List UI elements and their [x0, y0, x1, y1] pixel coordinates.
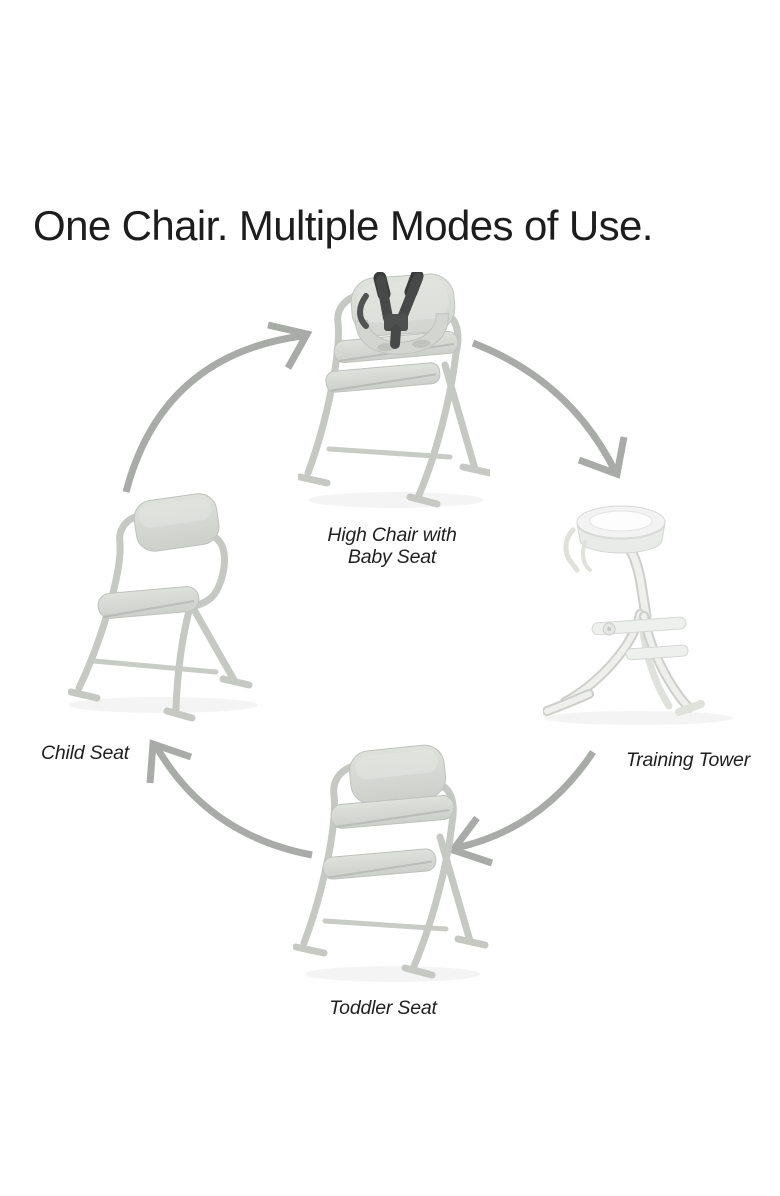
arrow-toddler-to-child-icon: [146, 739, 313, 859]
arrow-child-to-highchair-icon: [122, 321, 313, 493]
training-tower-image: [543, 505, 733, 725]
mode-label-toddler-seat: Toddler Seat: [329, 997, 437, 1019]
mode-label-child-seat: Child Seat: [41, 742, 129, 764]
toddler-seat-image: [293, 744, 489, 982]
tower-safety-ring: [576, 505, 666, 554]
mode-label-high-chair-line1: High Chair with: [327, 524, 457, 546]
mode-label-training-tower: Training Tower: [625, 749, 750, 771]
mode-label-high-chair: High Chair with Baby Seat: [282, 524, 502, 568]
mode-label-high-chair-line2: Baby Seat: [347, 546, 437, 568]
page-title: One Chair. Multiple Modes of Use.: [33, 202, 653, 250]
arrow-highchair-to-tower-icon: [471, 339, 628, 479]
high-chair-with-baby-seat-image: [298, 272, 490, 508]
child-seat-image: [68, 493, 258, 722]
baby-seat-harness: [357, 272, 424, 349]
